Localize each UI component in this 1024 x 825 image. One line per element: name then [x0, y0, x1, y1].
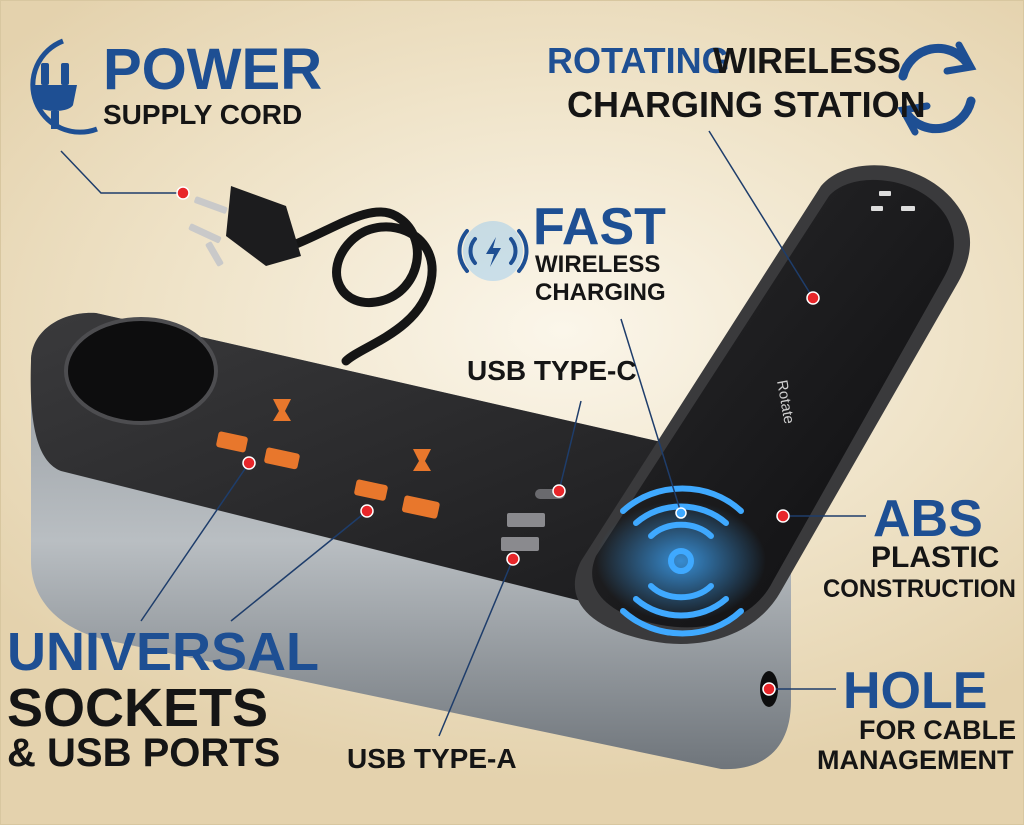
label-hole: HOLE: [843, 662, 988, 720]
label-usb-type-a: USB TYPE-A: [347, 743, 517, 774]
socket-1: [216, 399, 300, 470]
label-usb-ports: & USB PORTS: [7, 731, 281, 775]
callout-lines: [60, 130, 866, 737]
label-supply-cord: SUPPLY CORD: [103, 99, 303, 130]
label-fast-wireless: WIRELESS: [535, 251, 661, 278]
label-fast: FAST: [533, 198, 666, 256]
universal-sockets: [216, 399, 440, 519]
wireless-signal-icon: [457, 221, 529, 281]
label-construction: CONSTRUCTION: [823, 575, 1016, 603]
label-management: MANAGEMENT: [817, 745, 1014, 775]
power-cord: [286, 207, 437, 366]
label-for-cable: FOR CABLE: [859, 715, 1017, 745]
socket-2: [354, 449, 440, 519]
plug-icon: [30, 38, 98, 135]
label-charging-station: CHARGING STATION: [567, 84, 926, 125]
cup-holder: [64, 317, 218, 425]
label-abs: ABS: [873, 490, 983, 548]
label-universal: UNIVERSAL: [7, 622, 320, 682]
rotate-arrows-icon: [897, 41, 977, 136]
label-plastic: PLASTIC: [871, 541, 1000, 574]
usb-a-port-2: [501, 537, 539, 551]
label-fast-charging: CHARGING: [535, 279, 666, 306]
plug-head: [188, 186, 301, 267]
callout-markers: [176, 186, 820, 696]
usb-a-port-1: [507, 513, 545, 527]
label-sockets: SOCKETS: [7, 678, 269, 738]
wireless-coil-glow: [620, 485, 744, 637]
base-body: [30, 312, 791, 770]
label-usb-type-c: USB TYPE-C: [467, 355, 637, 386]
label-rotating: ROTATING: [547, 40, 730, 81]
label-wireless: WIRELESS: [713, 40, 902, 81]
arm-socket: [871, 191, 915, 211]
label-power: POWER: [103, 37, 323, 102]
